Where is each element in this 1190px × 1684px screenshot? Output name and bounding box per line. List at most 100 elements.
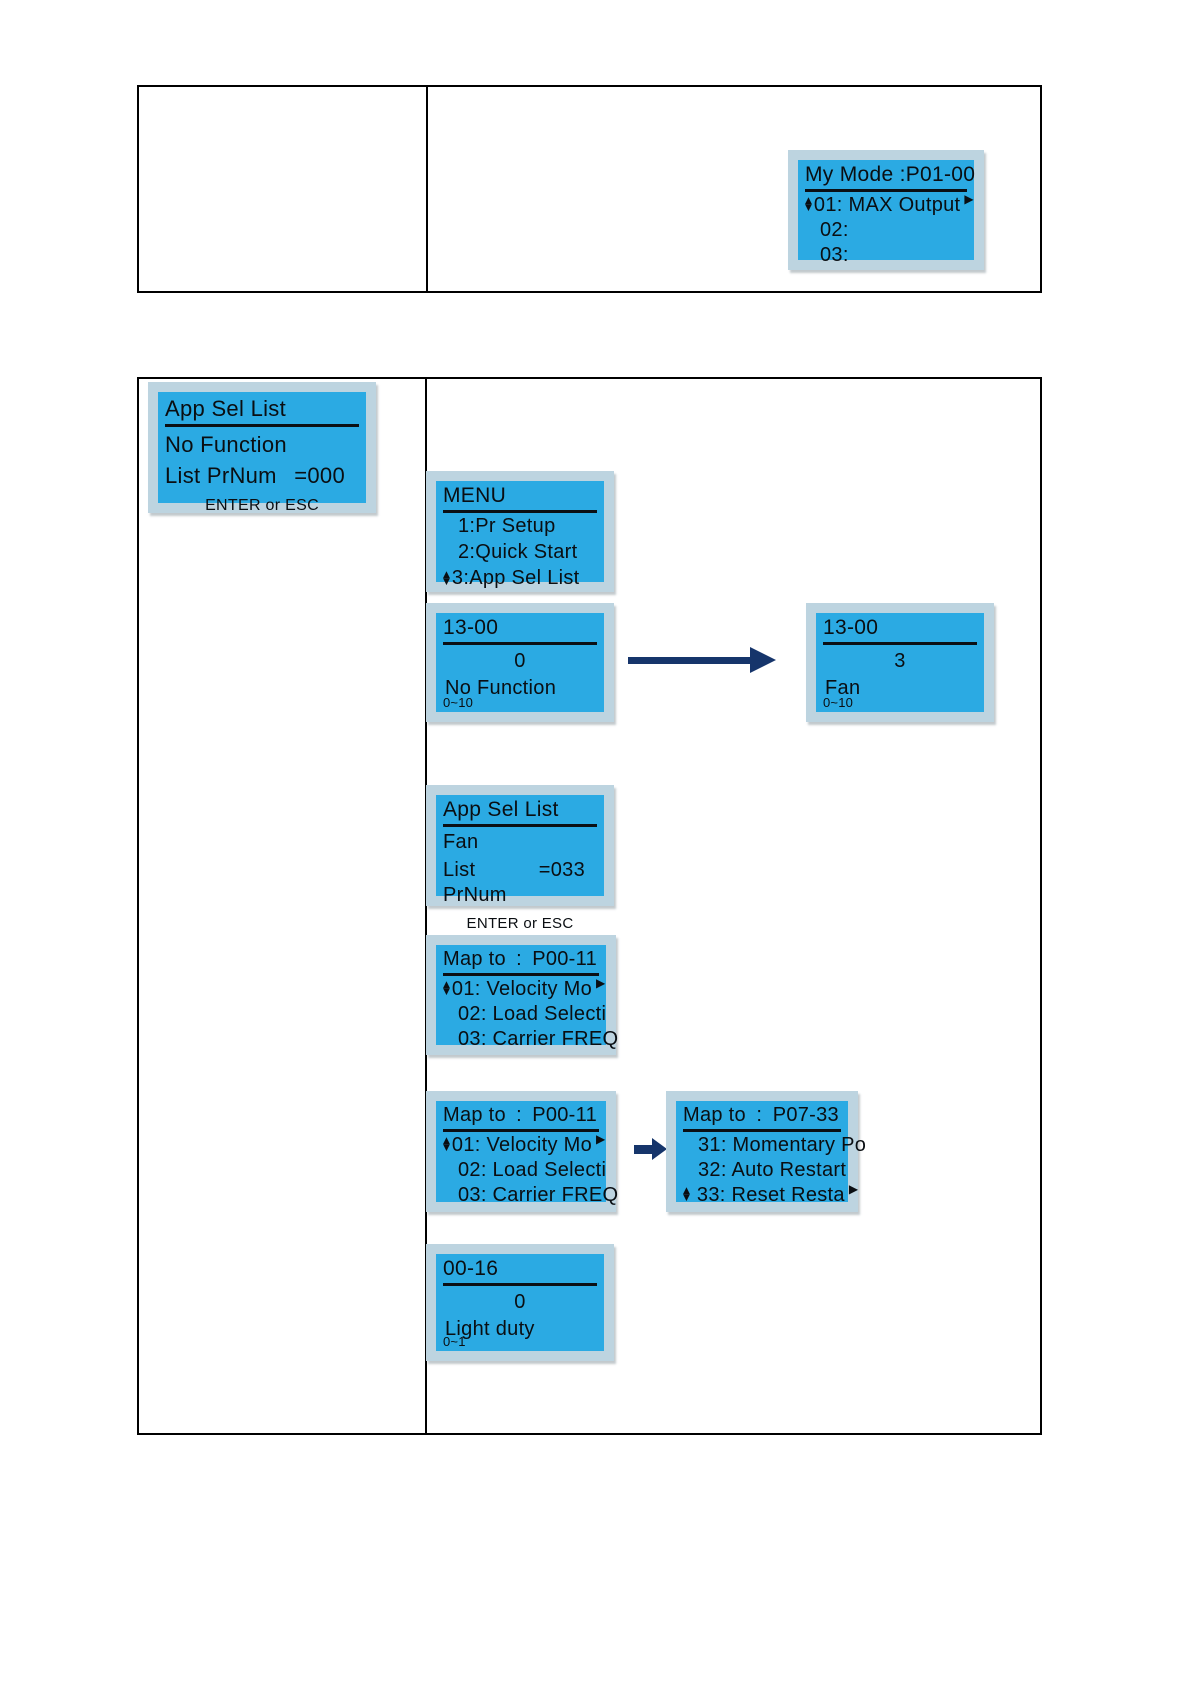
- up-triangle-icon: ▲: [683, 1186, 690, 1196]
- lcd-title-right: P00-11: [532, 1104, 597, 1126]
- up-triangle-icon: ▲: [443, 980, 450, 990]
- arrow-shaft: [634, 1144, 652, 1154]
- down-triangle-icon: ▼: [443, 987, 450, 997]
- lcd-title-left: Map to: [443, 948, 506, 970]
- lcd-title-colon: :: [756, 1104, 763, 1126]
- lcd-title: App Sel List: [165, 394, 359, 427]
- lcd-panel-map-to-p00-11-source: Map to : P00-11 ▲▼ 01: Velocity Mo ▶ 02:…: [426, 1091, 618, 1212]
- lcd-prnum-value: =033: [538, 859, 585, 881]
- lcd-title-right: P07-33: [772, 1104, 839, 1126]
- lcd-title-left: Map to: [683, 1104, 746, 1126]
- lcd-parameter-name: Fan: [825, 677, 861, 699]
- lcd-screen: 13-00 0 No Function 0~10: [436, 613, 604, 712]
- lcd-title-colon: :: [516, 1104, 522, 1126]
- lcd-panel-00-16: 00-16 0 Light duty 0~1: [426, 1244, 614, 1361]
- right-triangle-icon: ▶: [964, 192, 974, 206]
- lcd-title: App Sel List: [443, 797, 597, 827]
- lcd-row-label: 31: Momentary Po: [698, 1134, 867, 1156]
- table-top: [137, 85, 1042, 293]
- lcd-menu-row: ▲▼ 33: Reset Resta ▶: [683, 1183, 858, 1207]
- lcd-row-label: 01: MAX Output: [813, 194, 961, 216]
- up-triangle-icon: ▲: [443, 1136, 450, 1146]
- down-triangle-icon: ▼: [443, 1143, 450, 1153]
- lcd-row-label: 03: Carrier FREQ: [458, 1028, 619, 1050]
- table-column-divider: [425, 379, 427, 1433]
- lcd-row-label: 01: Velocity Mo: [451, 1134, 593, 1156]
- lcd-row-label: 32: Auto Restart: [698, 1159, 847, 1181]
- lcd-menu-row: ▲▼ 01: Velocity Mo ▶: [443, 1133, 605, 1157]
- lcd-screen: MENU 1:Pr Setup 2:Quick Start ▲▼ 3:App S…: [436, 481, 604, 589]
- lcd-menu-row: 03:: [805, 243, 967, 267]
- lcd-panel-13-00-before: 13-00 0 No Function 0~10: [426, 603, 614, 722]
- lcd-menu-row: ▲▼ 01: MAX Output ▶: [805, 193, 974, 217]
- down-triangle-icon: ▼: [683, 1193, 690, 1203]
- lcd-footer-hint: ENTER or ESC: [466, 915, 574, 932]
- lcd-prnum-row: List PrNum =000: [165, 462, 359, 489]
- up-down-icon: ▲▼: [805, 196, 812, 213]
- lcd-panel-map-to-p07-33: Map to : P07-33 31: Momentary Po 32: Aut…: [666, 1091, 866, 1212]
- table-main: [137, 377, 1042, 1435]
- lcd-screen: App Sel List Fan List PrNum =033 ENTER o…: [436, 795, 604, 932]
- lcd-screen: Map to : P00-11 ▲▼ 01: Velocity Mo ▶ 02:…: [436, 1101, 618, 1206]
- lcd-title: Map to : P00-11: [443, 947, 599, 976]
- lcd-row-label: 03:: [820, 244, 849, 266]
- arrow-right-icon: [628, 647, 779, 673]
- up-down-icon: ▲▼: [683, 1186, 690, 1203]
- arrow-right-icon: [634, 1138, 670, 1160]
- lcd-parameter-value: 3: [894, 650, 906, 672]
- lcd-menu-row: 03: Carrier FREQ: [443, 1183, 618, 1207]
- table-column-divider: [426, 87, 428, 291]
- lcd-title: 13-00: [443, 615, 597, 645]
- lcd-footer-hint: ENTER or ESC: [205, 497, 319, 514]
- lcd-prnum-label: List PrNum: [165, 463, 277, 488]
- lcd-menu-row: 32: Auto Restart: [683, 1158, 846, 1182]
- lcd-title: Map to : P07-33: [683, 1103, 841, 1132]
- lcd-screen: 00-16 0 Light duty 0~1: [436, 1254, 604, 1351]
- right-triangle-icon: ▶: [596, 976, 606, 990]
- lcd-row-label: 03: Carrier FREQ: [458, 1184, 619, 1206]
- lcd-row-label: 01: Velocity Mo: [451, 978, 593, 1000]
- lcd-menu-row: 03: Carrier FREQ: [443, 1027, 618, 1051]
- lcd-panel-13-00-after: 13-00 3 Fan 0~10: [806, 603, 994, 722]
- lcd-row-label: 1:Pr Setup: [458, 515, 556, 537]
- up-triangle-icon: ▲: [805, 196, 812, 206]
- lcd-menu-row: 02: Load Selecti: [443, 1002, 606, 1026]
- lcd-title: 00-16: [443, 1256, 597, 1286]
- lcd-row-label: 02:: [820, 219, 849, 241]
- lcd-menu-row: ▲▼ 01: Velocity Mo ▶: [443, 977, 605, 1001]
- lcd-panel-menu: MENU 1:Pr Setup 2:Quick Start ▲▼ 3:App S…: [426, 471, 614, 592]
- lcd-function-name: Fan: [443, 831, 479, 853]
- down-triangle-icon: ▼: [443, 576, 450, 587]
- lcd-panel-app-sel-list-before: App Sel List No Function List PrNum =000…: [148, 382, 376, 514]
- lcd-title-right: P00-11: [532, 948, 597, 970]
- lcd-row-label: 33: Reset Resta: [696, 1184, 845, 1206]
- lcd-value-range: 0~10: [443, 695, 474, 710]
- lcd-prnum-label: List PrNum: [443, 859, 507, 906]
- lcd-title: 13-00: [823, 615, 977, 645]
- lcd-row-label: 3:App Sel List: [451, 567, 580, 589]
- arrow-shaft: [628, 656, 750, 664]
- lcd-menu-row: 02:: [805, 218, 967, 242]
- lcd-menu-row: ▲▼ 3:App Sel List: [443, 566, 597, 591]
- lcd-parameter-name: No Function: [445, 677, 557, 699]
- lcd-prnum-row: List PrNum =033: [443, 858, 597, 908]
- lcd-prnum-value: =000: [294, 463, 345, 488]
- right-triangle-icon: ▶: [596, 1132, 606, 1146]
- arrow-head: [652, 1138, 670, 1160]
- lcd-function-name: No Function: [165, 432, 287, 457]
- up-triangle-icon: ▲: [443, 569, 450, 580]
- lcd-screen: My Mode :P01-00 ▲▼ 01: MAX Output ▶ 02: …: [798, 160, 975, 266]
- lcd-menu-row: 2:Quick Start: [443, 540, 597, 565]
- up-down-icon: ▲▼: [443, 569, 450, 587]
- lcd-panel-app-sel-list-after: App Sel List Fan List PrNum =033 ENTER o…: [426, 785, 614, 932]
- lcd-title: MENU: [443, 483, 597, 513]
- lcd-row-label: 2:Quick Start: [458, 541, 578, 563]
- arrow-head: [750, 647, 779, 673]
- lcd-menu-row: 02: Load Selecti: [443, 1158, 606, 1182]
- lcd-parameter-name: Light duty: [445, 1318, 535, 1340]
- lcd-title-colon: :: [516, 948, 522, 970]
- lcd-row-label: 02: Load Selecti: [458, 1159, 607, 1181]
- lcd-screen: Map to : P00-11 ▲▼ 01: Velocity Mo ▶ 02:…: [436, 945, 618, 1050]
- lcd-parameter-value: 0: [514, 1291, 526, 1313]
